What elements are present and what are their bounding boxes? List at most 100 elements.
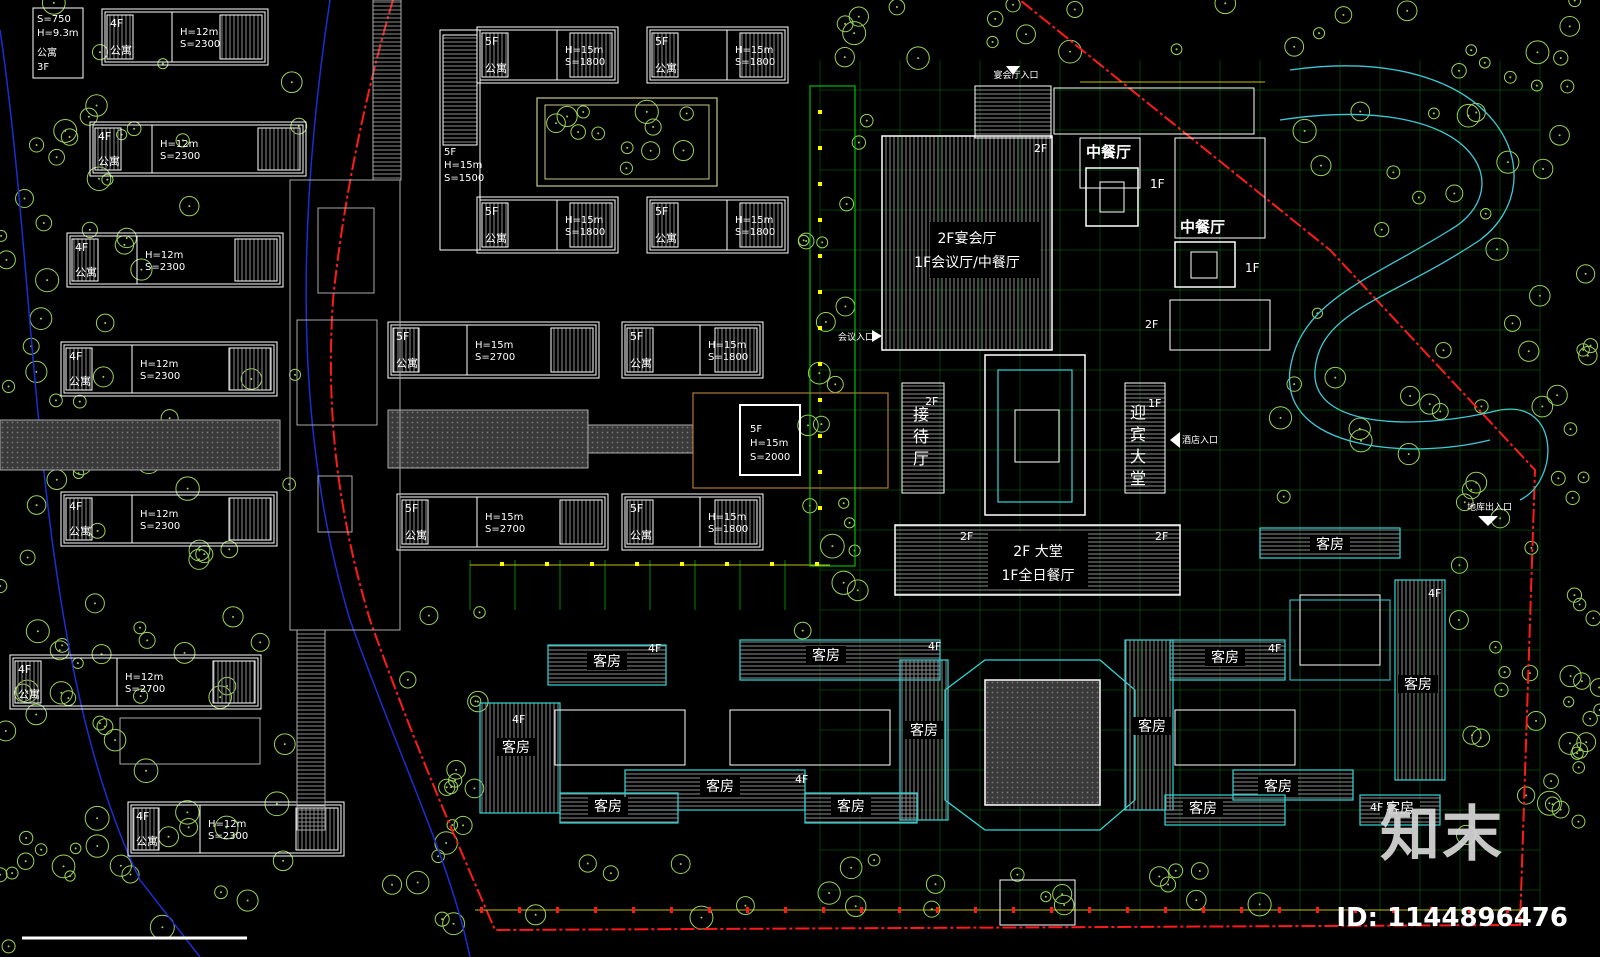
label-layer: 4F公寓H=12mS=23004F公寓H=12mS=23004F公寓H=12mS…: [18, 14, 1512, 848]
apartment-frame: [396, 493, 609, 551]
tree-center: [54, 399, 57, 402]
tree-symbol: [85, 834, 109, 858]
tree-center: [96, 529, 99, 532]
guest-room-label: 客房: [910, 722, 938, 739]
tree-center: [275, 802, 278, 805]
tree-symbol: [679, 106, 694, 121]
service-block-outline: [317, 475, 353, 533]
boundary-tick: [1164, 907, 1167, 913]
tree-center: [225, 826, 228, 829]
apartment-frame: [127, 801, 345, 857]
tower-outline: [439, 29, 481, 251]
column-marker: [818, 182, 822, 186]
tree-center: [1025, 33, 1028, 36]
walkway-outline: [809, 85, 856, 567]
column-marker: [770, 562, 774, 566]
tree-symbol: [101, 173, 114, 186]
label-backdrop: [988, 532, 1088, 588]
conference-entrance-label: 会议入口: [838, 331, 874, 343]
entrance-arrow: [1170, 432, 1180, 448]
tree-symbol: [1531, 395, 1554, 418]
tree-symbol: [672, 139, 695, 162]
tree-center: [427, 614, 430, 617]
tree-center: [1556, 394, 1559, 397]
tree-center: [39, 317, 42, 320]
apartment-floors-label: 4F: [136, 810, 149, 823]
apartment-height-label: H=15m: [565, 215, 603, 226]
tree-center: [682, 149, 685, 152]
tree-center: [167, 835, 170, 838]
garden-outline: [536, 97, 718, 187]
tree-center: [1530, 546, 1533, 549]
tree-symbol: [793, 621, 812, 640]
tree-symbol: [906, 46, 930, 70]
restaurant-outline: [1190, 251, 1218, 279]
floor-tag-4f: 4F: [1268, 642, 1281, 655]
tree-symbol: [1546, 384, 1568, 406]
tree-center: [1380, 228, 1383, 231]
apartment-area-label: S=2300: [140, 371, 180, 382]
tree-center: [7, 385, 10, 388]
tree-center: [854, 905, 857, 908]
floor-tag-4f: 4F: [648, 642, 661, 655]
tree-center: [609, 872, 612, 875]
tree-center: [1318, 32, 1321, 35]
label-backdrop: [587, 652, 627, 670]
apartment-outline: [624, 324, 761, 376]
tree-symbol: [1558, 731, 1582, 755]
tree-symbol: [888, 0, 906, 16]
boundary-tick: [746, 907, 749, 913]
hotel-outline: [999, 879, 1076, 926]
hotel-outline: [1053, 87, 1255, 135]
apartment-floors-label: 5F: [485, 205, 498, 218]
apartment-height-label: H=15m: [565, 45, 603, 56]
tree-center: [441, 918, 444, 921]
chinese-restaurant-label: 中餐厅: [1180, 218, 1225, 236]
tree-symbol: [986, 35, 999, 49]
tree-center: [58, 649, 61, 652]
tree-center: [297, 125, 300, 128]
label-backdrop: [1398, 675, 1438, 693]
tree-center: [1475, 111, 1478, 114]
guest-room-label: 客房: [1386, 800, 1414, 817]
lobby-sublabel: 1F全日餐厅: [1002, 567, 1075, 584]
apartment-roof-hatch: [401, 499, 429, 545]
tree-symbol: [1010, 867, 1025, 882]
tree-center: [801, 629, 804, 632]
tree-symbol: [1568, 0, 1582, 8]
tree-center: [186, 811, 189, 814]
apartment-outline: [130, 804, 342, 854]
apartment-floors-label: 4F: [98, 130, 111, 143]
tree-symbol: [41, 0, 66, 15]
tree-center: [1503, 671, 1506, 674]
tree-symbol: [130, 258, 153, 281]
tree-symbol: [591, 126, 606, 141]
tree-center: [198, 549, 201, 552]
apartment-area-label: S=2300: [180, 39, 220, 50]
column-marker: [818, 254, 822, 258]
tree-center: [1535, 84, 1538, 87]
boundary-tick: [1468, 907, 1471, 913]
banquet-entry-canopy: [974, 85, 1052, 139]
tree-symbol: [273, 733, 296, 756]
tree-center: [895, 6, 898, 9]
apartment-roof-hatch: [714, 327, 758, 373]
tree-center: [187, 826, 190, 829]
boundary-tick: [480, 907, 483, 913]
tree-center: [1061, 893, 1064, 896]
tree-symbol: [1559, 16, 1581, 37]
tree-center: [1586, 354, 1589, 357]
apartment-floors-label: 4F: [69, 350, 82, 363]
tree-symbol: [797, 232, 815, 250]
tree-center: [625, 167, 628, 170]
tree-symbol: [0, 720, 17, 742]
tree-symbol: [1450, 556, 1469, 574]
apartment-roof-hatch: [651, 202, 679, 248]
tree-center: [283, 743, 286, 746]
tree-symbol: [1576, 343, 1590, 357]
apartment-use-label: 公寓: [69, 524, 91, 538]
tree-center: [700, 916, 703, 919]
tree-symbol: [1478, 56, 1491, 69]
apartment-area-label: S=1800: [565, 57, 605, 68]
banquet-floor-tag: 2F: [1034, 142, 1047, 155]
